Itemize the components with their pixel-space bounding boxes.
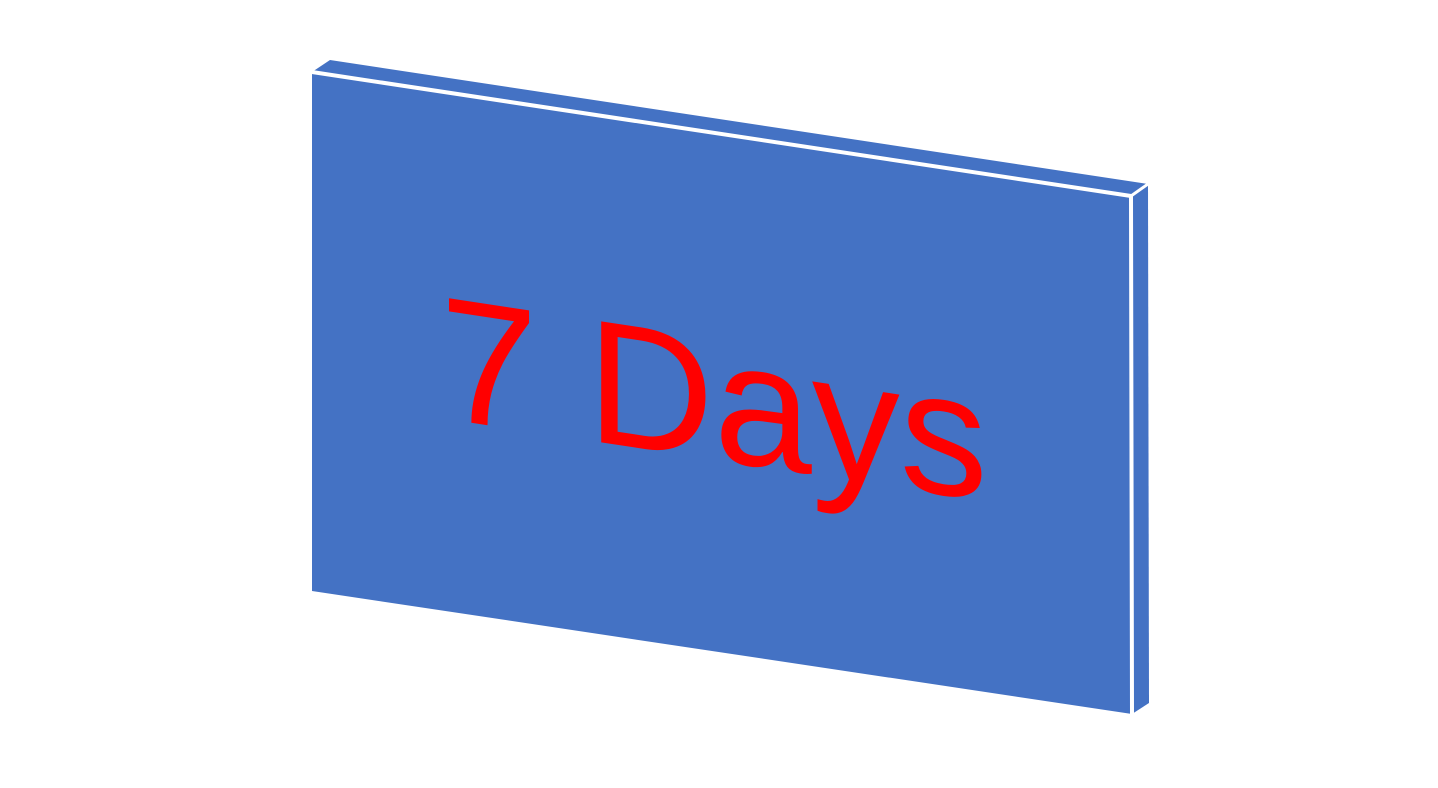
slab-side-face — [1131, 184, 1149, 714]
slab-corner-edge — [1130, 182, 1149, 198]
slab-top-face — [312, 60, 1148, 196]
slab-front-face — [312, 72, 1132, 714]
